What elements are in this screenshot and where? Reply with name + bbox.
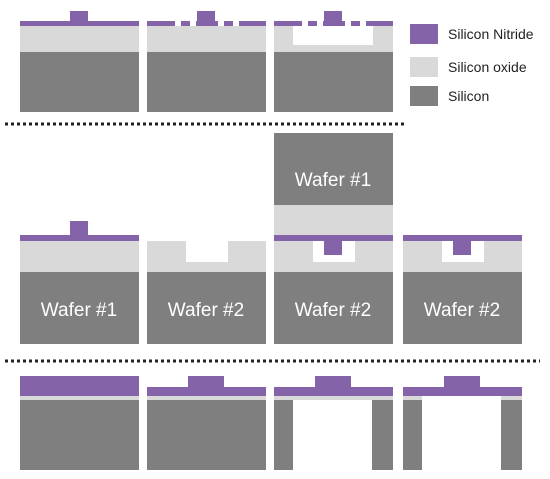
legend-item-silicon-nitride: Silicon Nitride: [410, 24, 534, 44]
oxide-layer-top: [274, 205, 393, 235]
oxide-trench: [186, 241, 228, 262]
nitride-bump: [70, 11, 88, 21]
nitride-layer: [147, 387, 266, 396]
legend: Silicon Nitride Silicon oxide Silicon: [410, 24, 534, 106]
silicon-layer: [403, 272, 522, 344]
nitride-bump: [324, 241, 342, 255]
oxide-post-left: [403, 396, 422, 400]
step-3c-stack: [274, 376, 393, 470]
nitride-segment: [323, 21, 345, 26]
oxide-layer: [147, 26, 266, 52]
nitride-layer: [274, 387, 393, 396]
silicon-layer: [147, 52, 266, 112]
legend-item-silicon-oxide: Silicon oxide: [410, 57, 527, 77]
legend-swatch-silicon-oxide: [410, 57, 438, 77]
silicon-layer-top: [274, 133, 393, 205]
nitride-bump: [453, 241, 471, 255]
step-3b-stack: [147, 376, 266, 470]
wafer-2-stack: Wafer #2: [147, 241, 266, 344]
silicon-pillar-left: [274, 400, 293, 470]
nitride-bump: [444, 376, 480, 387]
oxide-layer: [20, 241, 139, 272]
legend-label-silicon: Silicon: [448, 88, 489, 104]
nitride-layer: [274, 235, 393, 241]
wafer-label: Wafer #1: [41, 300, 117, 321]
step-3a-stack: [20, 376, 139, 470]
row-2: Wafer #1 Wafer #2 Wafer #1 Wafer #2: [20, 133, 522, 344]
silicon-layer: [20, 272, 139, 344]
nitride-segment: [196, 21, 218, 26]
silicon-layer: [147, 272, 266, 344]
wafer-2-transferred-stack: Wafer #2: [403, 235, 522, 344]
nitride-segment: [224, 21, 233, 26]
wafer-label: Wafer #1: [295, 170, 371, 191]
row-1: Silicon Nitride Silicon oxide Silicon: [20, 11, 534, 112]
nitride-segment: [274, 21, 302, 26]
nitride-layer: [20, 376, 139, 396]
nitride-bump: [315, 376, 351, 387]
silicon-layer: [147, 400, 266, 470]
legend-swatch-silicon: [410, 86, 438, 106]
nitride-bump: [188, 376, 224, 387]
nitride-segment: [351, 21, 360, 26]
bonded-wafer-stack: Wafer #1 Wafer #2: [274, 133, 393, 344]
oxide-layer: [147, 396, 266, 400]
nitride-segment: [308, 21, 317, 26]
nitride-segment: [366, 21, 393, 26]
silicon-layer: [20, 52, 139, 112]
oxide-layer: [20, 396, 139, 400]
nitride-layer: [403, 235, 522, 241]
oxide-post-right: [501, 396, 522, 400]
row-3: [20, 376, 522, 470]
nitride-bump: [70, 221, 88, 235]
oxide-layer: [274, 396, 393, 400]
nitride-layer: [20, 235, 139, 241]
step-1b-stack: [147, 11, 266, 112]
wafer-label: Wafer #2: [295, 300, 371, 321]
nitride-segment: [147, 21, 175, 26]
step-3d-stack: [403, 376, 522, 470]
step-1c-stack: [274, 11, 393, 112]
legend-label-silicon-nitride: Silicon Nitride: [448, 26, 534, 42]
nitride-bump: [324, 11, 342, 21]
silicon-pillar-right: [501, 400, 522, 470]
legend-swatch-silicon-nitride: [410, 24, 438, 44]
nitride-segment: [239, 21, 266, 26]
nitride-bump: [197, 11, 215, 21]
nitride-segment: [181, 21, 190, 26]
silicon-layer: [274, 272, 393, 344]
silicon-pillar-left: [403, 400, 422, 470]
step-1a-stack: [20, 11, 139, 112]
wafer-label: Wafer #2: [424, 300, 500, 321]
silicon-layer: [20, 400, 139, 470]
nitride-layer: [403, 387, 522, 396]
nitride-layer: [20, 21, 139, 26]
silicon-pillar-right: [372, 400, 393, 470]
wafer-label: Wafer #2: [168, 300, 244, 321]
wafer-1-stack: Wafer #1: [20, 221, 139, 344]
oxide-cavity: [293, 26, 373, 45]
silicon-layer: [274, 52, 393, 112]
legend-item-silicon: Silicon: [410, 86, 489, 106]
legend-label-silicon-oxide: Silicon oxide: [448, 59, 527, 75]
oxide-layer: [20, 26, 139, 52]
